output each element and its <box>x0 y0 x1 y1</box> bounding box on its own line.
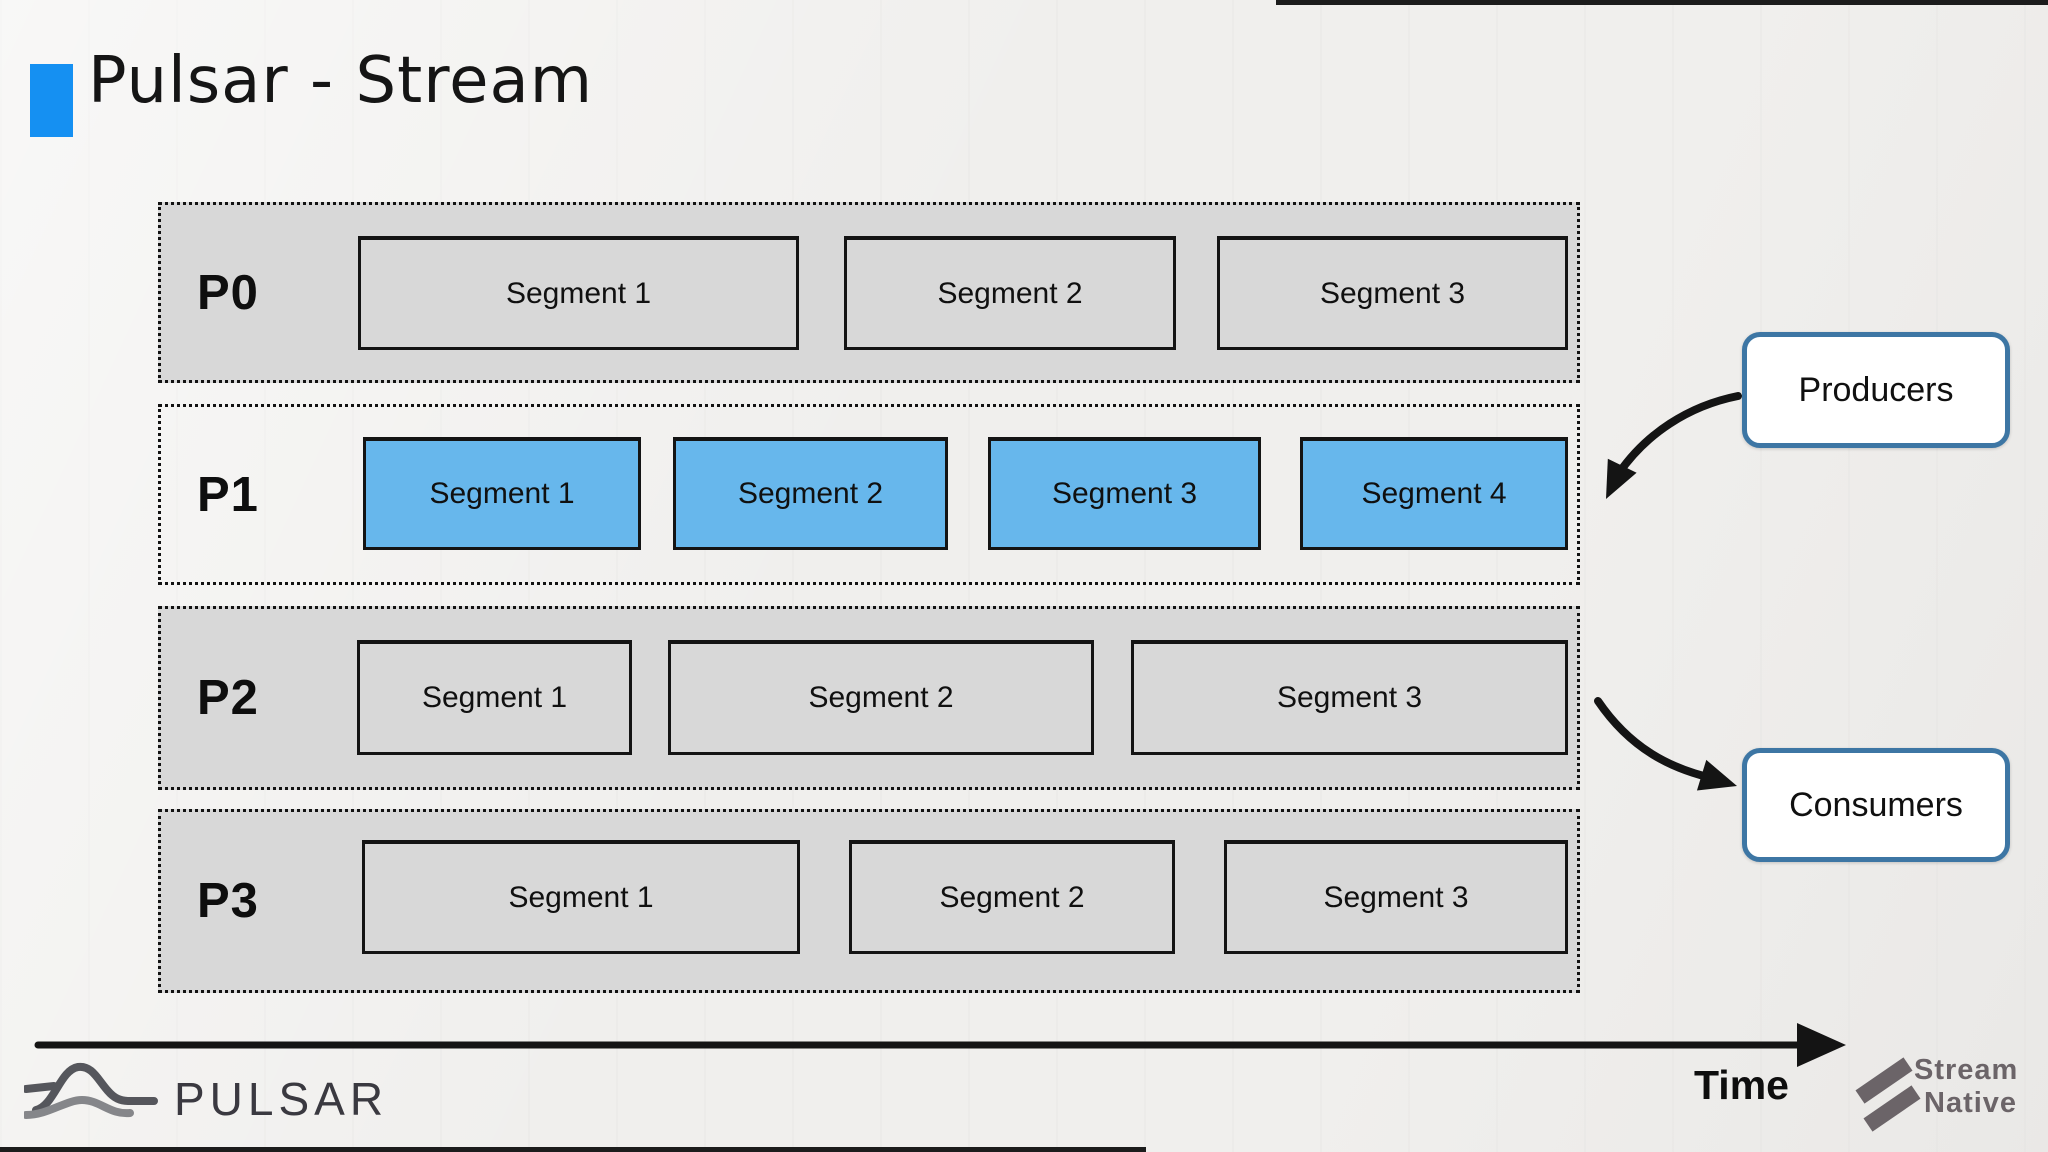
partition-label-p3: P3 <box>197 874 259 928</box>
segment-box-highlighted: Segment 4 <box>1300 437 1568 550</box>
producers-box: Producers <box>1742 332 2010 448</box>
segment-label: Segment 3 <box>1051 477 1198 510</box>
top-edge-artifact <box>1276 0 2048 5</box>
segment-box: Segment 3 <box>1131 640 1568 755</box>
streamnative-word-native: Native <box>1924 1087 2018 1119</box>
segment-box-highlighted: Segment 3 <box>988 437 1261 550</box>
segment-label: Segment 3 <box>1323 880 1469 914</box>
segment-box: Segment 1 <box>358 236 799 350</box>
partition-label-p2: P2 <box>197 671 259 725</box>
segment-label: Segment 4 <box>1361 477 1507 510</box>
partition-row-p3: P3 Segment 1 Segment 2 Segment 3 <box>158 809 1580 993</box>
segment-label: Segment 2 <box>939 880 1085 914</box>
consumers-arrow <box>1594 697 1737 791</box>
streamnative-logo-icon <box>1855 1057 1921 1132</box>
segment-box-highlighted: Segment 2 <box>673 437 948 550</box>
bottom-edge-artifact <box>0 1147 1146 1152</box>
partition-label-p0: P0 <box>197 265 259 320</box>
title-accent-bar <box>30 64 73 137</box>
page-title: Pulsar - Stream <box>88 44 594 118</box>
segment-label: Segment 1 <box>429 477 575 510</box>
segment-box: Segment 2 <box>849 840 1175 954</box>
segment-box: Segment 1 <box>362 840 800 954</box>
partition-label-p1: P1 <box>197 467 259 522</box>
partition-row-p2: P2 Segment 1 Segment 2 Segment 3 <box>158 606 1580 790</box>
partition-row-p1: P1 Segment 1 Segment 2 Segment 3 Segment… <box>158 404 1580 585</box>
consumers-label: Consumers <box>1789 785 1963 824</box>
partition-row-p0: P0 Segment 1 Segment 2 Segment 3 <box>158 202 1580 383</box>
segment-label: Segment 1 <box>508 880 654 914</box>
pulsar-wordmark: PULSAR <box>174 1073 389 1125</box>
segment-box: Segment 2 <box>668 640 1094 755</box>
streamnative-logo: Stream Native <box>1850 1050 2048 1142</box>
segment-label: Segment 2 <box>808 681 954 714</box>
pulsar-logo-icon <box>24 1062 158 1119</box>
segment-box: Segment 3 <box>1224 840 1568 954</box>
consumers-box: Consumers <box>1742 748 2010 862</box>
segment-label: Segment 2 <box>937 276 1083 310</box>
producers-label: Producers <box>1798 370 1954 409</box>
segment-label: Segment 2 <box>737 477 884 510</box>
segment-box: Segment 1 <box>357 640 632 755</box>
streamnative-wordmark: Stream Native <box>1914 1054 2018 1120</box>
pulsar-logo: PULSAR <box>24 1058 494 1125</box>
streamnative-word-stream: Stream <box>1914 1054 2019 1086</box>
producers-arrow <box>1606 392 1742 499</box>
segment-label: Segment 3 <box>1276 681 1423 714</box>
segment-box-highlighted: Segment 1 <box>363 437 641 550</box>
segment-box: Segment 3 <box>1217 236 1568 350</box>
time-axis-label: Time <box>1694 1062 1789 1108</box>
segment-label: Segment 1 <box>421 681 568 714</box>
segment-box: Segment 2 <box>844 236 1176 350</box>
segment-label: Segment 3 <box>1319 276 1466 310</box>
segment-label: Segment 1 <box>505 276 652 310</box>
